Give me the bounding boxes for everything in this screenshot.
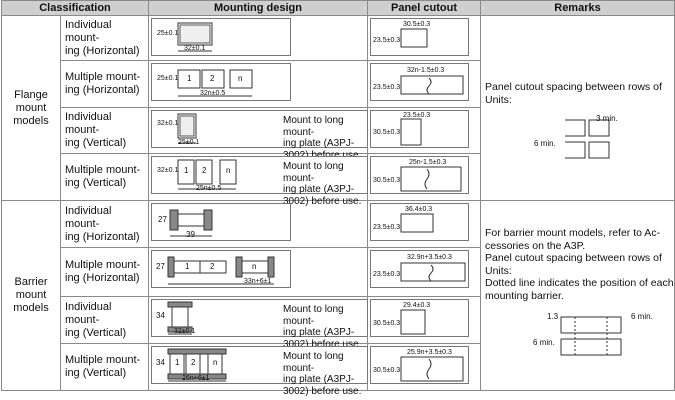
design-cell: 32±0.1 25±0.1 Mount to long mount-ing pl…: [148, 107, 368, 161]
design-cell: 25±0.1 32±0.1: [148, 15, 368, 61]
cutout-diagram: 32.9n+3.5±0.3 23.5±0.3: [370, 250, 469, 288]
table-row: Individual mount-ing (Vertical) 34 32±0.…: [2, 296, 675, 350]
header-remarks: Remarks: [480, 0, 675, 16]
design-dim-a: 25±0.1: [157, 30, 179, 37]
design-cell: 1 2 n 34 26n+6±1 Mount to long mount-ing…: [148, 343, 368, 397]
cutout-cell: 29.4±0.3 30.5±0.3: [367, 296, 481, 344]
design-dim-b: 32±0.1: [184, 45, 206, 52]
design-cell: 1 2 n 32±0.1 25n±0.5 Mount to long mount…: [148, 153, 368, 207]
table-row: Multiple mount-ing (Vertical) 1 2 n 32±0…: [2, 153, 675, 207]
design-cell: 1 2 n 25±0.1 32n±0.5: [148, 60, 368, 108]
header-panel-cutout: Panel cutout: [367, 0, 481, 16]
cutout-diagram: 29.4±0.3 30.5±0.3: [370, 299, 469, 337]
type-cell: Multiple mount-ing (Vertical): [60, 153, 149, 201]
design-cell: 34 32±0.1 Mount to long mount-ing plate …: [148, 296, 368, 350]
type-cell: Individual mount-ing (Horizontal): [60, 200, 149, 248]
design-diagram: 1 2 n 27 33n+6±1: [151, 250, 291, 288]
design-diagram: 34 32±0.1 Mount to long mount-ing plate …: [151, 299, 368, 350]
type-cell: Individual mount-ing (Vertical): [60, 107, 149, 154]
design-diagram: 32±0.1 25±0.1 Mount to long mount-ing pl…: [151, 110, 368, 161]
remarks-barrier: For barrier mount models, refer to Ac-ce…: [480, 200, 675, 391]
design-diagram: 27 39: [151, 203, 291, 241]
type-cell: Multiple mount-ing (Horizontal): [60, 60, 149, 108]
cutout-diagram: 30.5±0.3 23.5±0.3: [370, 18, 469, 56]
cutout-diagram: 25n-1.5±0.3 30.5±0.3: [370, 156, 469, 194]
design-cell: 1 2 n 27 33n+6±1: [148, 247, 368, 297]
header-row: Classification Mounting design Panel cut…: [1, 0, 675, 16]
table-row: Multiple mount-ing (Vertical) 1 2 n 34 2…: [2, 343, 675, 397]
cutout-cell: 32n-1.5±0.3 23.5±0.3: [367, 60, 481, 108]
header-classification: Classification: [1, 0, 149, 16]
type-cell: Individual mount-ing (Horizontal): [60, 15, 149, 61]
table-row: Individual mount-ing (Vertical) 32±0.1 2…: [2, 107, 675, 161]
design-diagram: 1 2 n 25±0.1 32n±0.5: [151, 63, 291, 101]
type-cell: Multiple mount-ing (Vertical): [60, 343, 149, 391]
cutout-diagram: 36.4±0.3 23.5±0.3: [370, 203, 469, 241]
spacing-diagram: [565, 119, 610, 159]
cutout-cell: 23.5±0.3 30.5±0.3: [367, 107, 481, 154]
design-diagram: 1 2 n 32±0.1 25n±0.5 Mount to long mount…: [151, 156, 368, 207]
type-cell: Multiple mount-ing (Horizontal): [60, 247, 149, 297]
cutout-cell: 36.4±0.3 23.5±0.3: [367, 200, 481, 248]
mounting-note: Mount to long mount-ing plate (A3PJ-3002…: [283, 351, 362, 397]
cutout-cell: 25.9n+3.5±0.3 30.5±0.3: [367, 343, 481, 391]
type-cell: Individual mount-ing (Vertical): [60, 296, 149, 344]
design-diagram: 25±0.1 32±0.1: [151, 18, 291, 56]
cutout-diagram: 32n-1.5±0.3 23.5±0.3: [370, 63, 469, 101]
cutout-diagram: 25.9n+3.5±0.3 30.5±0.3: [370, 346, 469, 384]
design-cell: 27 39: [148, 200, 368, 248]
cutout-cell: 25n-1.5±0.3 30.5±0.3: [367, 153, 481, 201]
table-row: Multiple mount-ing (Horizontal) 1 2 n 27…: [2, 247, 675, 297]
header-mounting-design: Mounting design: [148, 0, 368, 16]
cutout-cell: 30.5±0.3 23.5±0.3: [367, 15, 481, 61]
cutout-cell: 32.9n+3.5±0.3 23.5±0.3: [367, 247, 481, 297]
design-diagram: 1 2 n 34 26n+6±1 Mount to long mount-ing…: [151, 346, 368, 397]
cutout-diagram: 23.5±0.3 30.5±0.3: [370, 110, 469, 148]
barrier-spacing-diagram: [560, 316, 622, 356]
